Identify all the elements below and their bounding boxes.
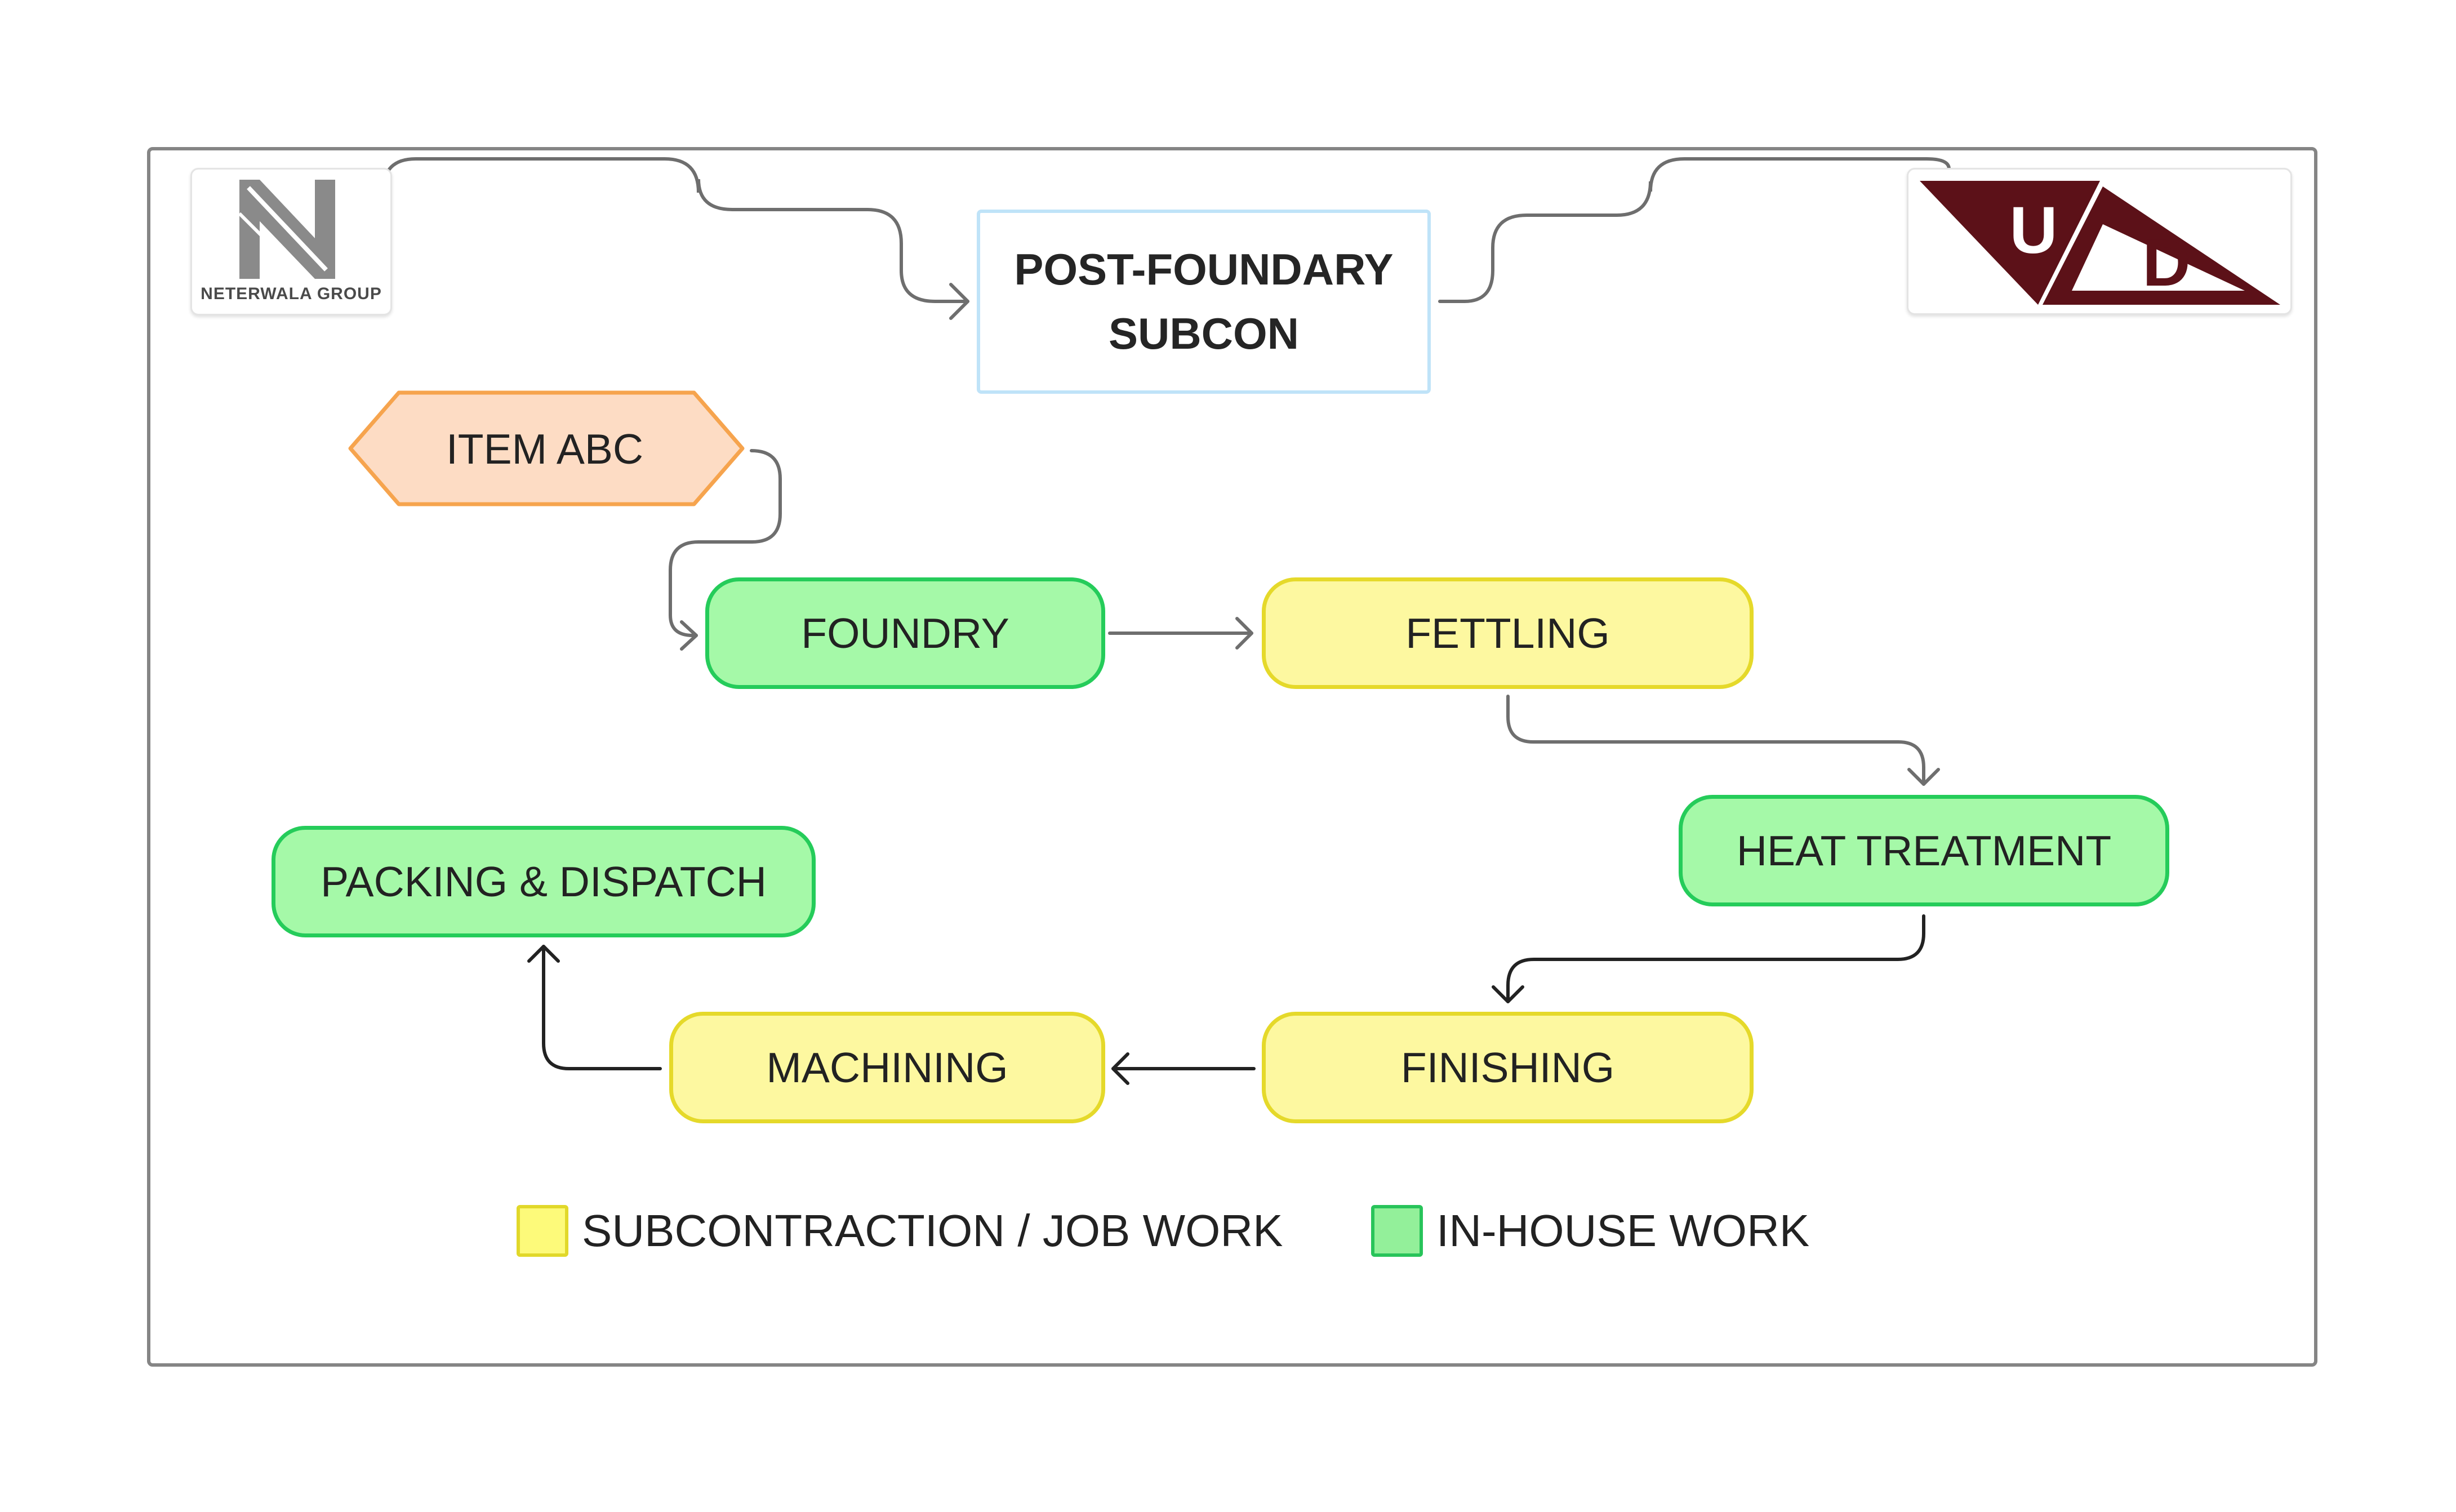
arrowhead-heat <box>1907 768 1940 786</box>
step-fettling: FETTLING <box>1262 577 1754 689</box>
arrowhead-finishing <box>1492 985 1524 1003</box>
item-node-label: ITEM ABC <box>446 425 644 473</box>
step-packing-dispatch: PACKING & DISPATCH <box>272 826 816 937</box>
arrowhead-machining <box>1111 1052 1129 1085</box>
legend-label-inhouse: IN-HOUSE WORK <box>1436 1206 1810 1256</box>
ud-logo-letter-u: U <box>2009 193 2057 268</box>
legend-swatch-inhouse <box>1371 1205 1423 1257</box>
arrowhead-fettling <box>1235 617 1253 650</box>
diagram-frame <box>147 147 2317 1367</box>
step-heat-treatment: HEAT TREATMENT <box>1679 795 2169 906</box>
legend-swatch-subcontraction <box>517 1205 568 1257</box>
neterwala-logo: NETERWALA GROUP <box>190 168 392 315</box>
legend-inhouse: IN-HOUSE WORK <box>1371 1205 1809 1257</box>
arrowhead-foundry <box>680 620 698 651</box>
connector-item-to-foundry <box>669 449 782 637</box>
arrowhead-packing <box>527 945 560 963</box>
connector-machining-to-packing <box>542 945 662 1070</box>
step-machining: MACHINING <box>669 1012 1105 1123</box>
ud-logo: U D <box>1907 168 2292 315</box>
item-hexagon <box>348 390 745 506</box>
connector-fettling-to-heat <box>1506 695 1925 786</box>
legend-subcontraction: SUBCONTRACTION / JOB WORK <box>517 1205 1283 1257</box>
connector-logo-to-title <box>381 157 969 303</box>
diagram-title: POST-FOUNDARY SUBCON <box>977 210 1431 394</box>
step-foundry: FOUNDRY <box>705 577 1105 689</box>
legend-label-subcontraction: SUBCONTRACTION / JOB WORK <box>582 1206 1283 1256</box>
ud-triangles-icon: U D <box>1920 181 2280 305</box>
ud-logo-letter-d: D <box>2142 226 2190 300</box>
connector-title-to-logo <box>1438 157 1951 303</box>
neterwala-logo-text: NETERWALA GROUP <box>201 284 382 303</box>
arrowhead-title <box>949 283 969 320</box>
neterwala-n-icon <box>238 180 335 281</box>
step-finishing: FINISHING <box>1262 1012 1754 1123</box>
connector-heat-to-finishing <box>1506 914 1925 1003</box>
